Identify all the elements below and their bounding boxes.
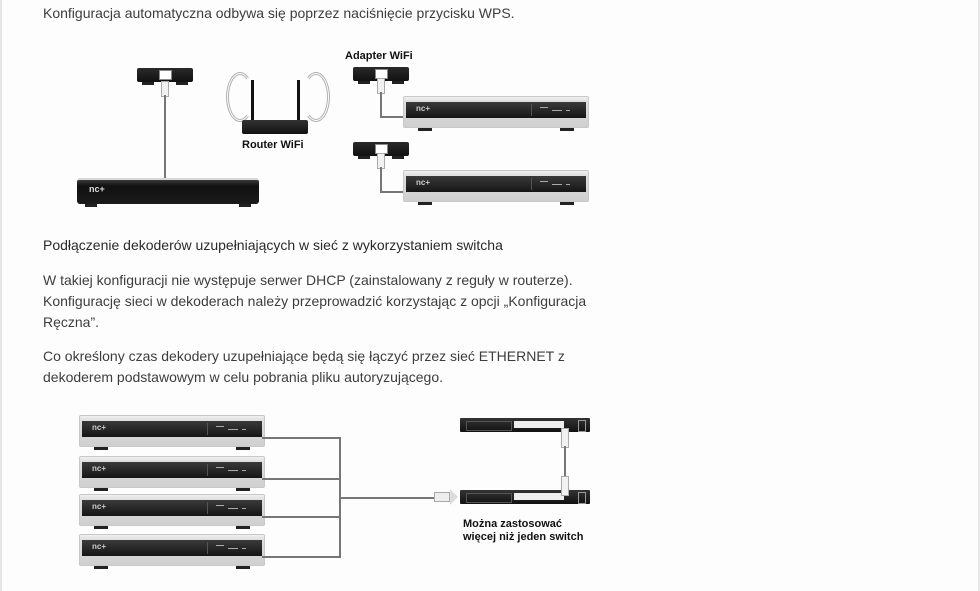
brand-logo: nc+ <box>92 542 107 551</box>
ethernet-cable <box>564 446 566 476</box>
section-heading: Podłączenie dekoderów uzupełniających w … <box>43 237 503 253</box>
switch-note: Można zastosować więcej niż jeden switch <box>463 518 583 544</box>
switch-note-line: więcej niż jeden switch <box>463 531 584 543</box>
brand-logo: nc+ <box>416 104 431 113</box>
decoder: nc+ <box>79 494 265 526</box>
switch-note-line: Można zastosować <box>463 518 563 530</box>
wps-paragraph: Konfiguracja automatyczna odbywa się pop… <box>43 5 515 21</box>
network-switch <box>460 490 590 504</box>
dhcp-line: W takiej konfiguracji nie występuje serw… <box>43 272 573 288</box>
decoder-controls <box>207 502 254 514</box>
decoder: nc+ <box>403 170 589 202</box>
brand-logo: nc+ <box>92 423 107 432</box>
decoder-controls <box>531 178 578 190</box>
decoder: nc+ <box>79 415 265 447</box>
adapter-label: Adapter WiFi <box>345 50 413 62</box>
brand-logo: nc+ <box>89 184 105 194</box>
decoder: nc+ <box>79 534 265 566</box>
brand-logo: nc+ <box>92 464 107 473</box>
ethernet-line: Co określony czas dekodery uzupełniające… <box>43 348 565 364</box>
ethernet-cable <box>262 556 340 558</box>
arrow-head-icon <box>450 489 458 505</box>
cable-plug <box>561 428 569 448</box>
decoder-controls <box>207 464 254 476</box>
wifi-adapter-main <box>137 68 193 85</box>
wifi-signal-left-icon <box>226 72 254 122</box>
ethernet-line: dekoderem podstawowym w celu pobrania pl… <box>43 369 443 385</box>
ethernet-cable <box>380 191 404 193</box>
brand-logo: nc+ <box>92 502 107 511</box>
ethernet-cable <box>340 497 436 499</box>
decoder-controls <box>531 104 578 116</box>
router-label: Router WiFi <box>242 139 304 151</box>
arrow-icon <box>434 492 450 502</box>
router-antenna <box>297 80 300 124</box>
page-border-right <box>978 0 980 591</box>
decoder: nc+ <box>403 96 589 128</box>
dhcp-paragraph: W takiej konfiguracji nie występuje serw… <box>43 270 586 333</box>
dhcp-line: Konfigurację sieci w dekoderach należy p… <box>43 293 587 309</box>
ethernet-cable <box>380 167 382 192</box>
page-border-left <box>0 0 2 591</box>
main-decoder: nc+ <box>77 178 259 207</box>
ethernet-cable <box>262 478 340 480</box>
ethernet-cable <box>380 116 404 118</box>
ethernet-cable <box>380 92 382 117</box>
ethernet-cable <box>262 516 340 518</box>
decoder-controls <box>207 423 254 435</box>
network-switch <box>460 418 590 432</box>
dhcp-line: Ręczna”. <box>43 314 100 330</box>
decoder-controls <box>207 542 254 554</box>
decoder: nc+ <box>79 456 265 488</box>
ethernet-paragraph: Co określony czas dekodery uzupełniające… <box>43 346 565 388</box>
brand-logo: nc+ <box>416 178 431 187</box>
wifi-signal-right-icon <box>302 72 330 122</box>
cable-plug <box>561 476 569 496</box>
wifi-router <box>242 120 308 134</box>
router-antenna <box>251 80 254 124</box>
ethernet-cable <box>164 95 166 180</box>
ethernet-cable <box>262 437 340 439</box>
